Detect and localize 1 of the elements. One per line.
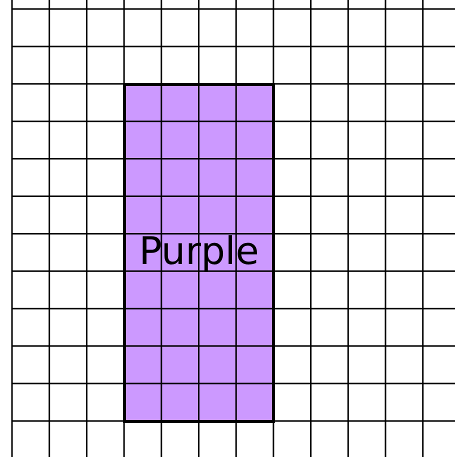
shaded-rectangle — [123, 83, 275, 423]
